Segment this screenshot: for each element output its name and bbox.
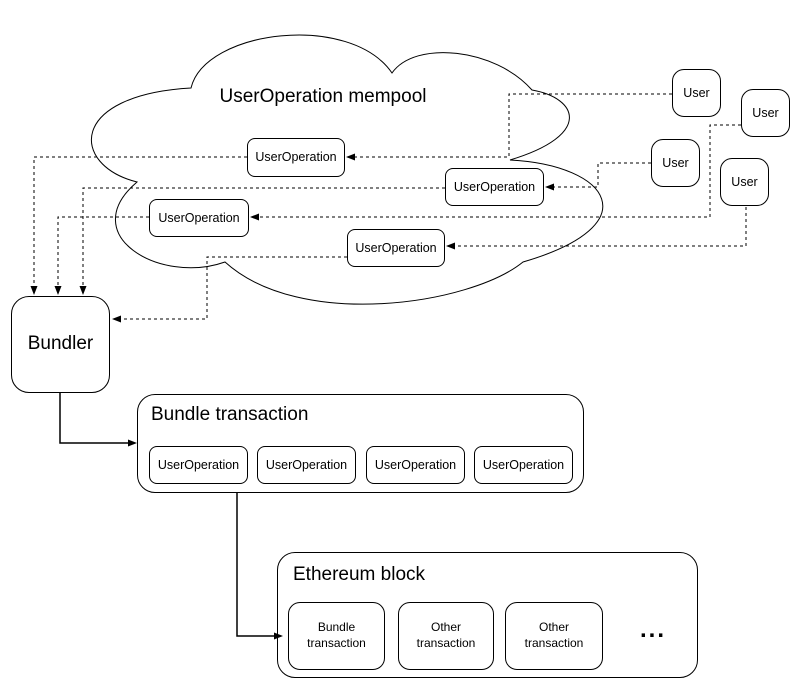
user-box-4: User: [720, 158, 769, 206]
mempool-userop-box-3: UserOperation: [149, 199, 249, 237]
bundle-userop-box-4: UserOperation: [474, 446, 573, 484]
bundle-userop-box-3: UserOperation: [366, 446, 465, 484]
ethereum-block-title: Ethereum block: [293, 564, 426, 585]
bundle-userop-box-1: UserOperation: [149, 446, 248, 484]
mempool-userop-box-4: UserOperation: [347, 229, 445, 267]
more-transactions-ellipsis: ...: [639, 616, 666, 643]
bundle-userop-box-2: UserOperation: [257, 446, 356, 484]
ethereum-other-tx-box-1: Other transaction: [398, 602, 494, 670]
mempool-userop-box-1: UserOperation: [247, 138, 345, 177]
user-box-2: User: [741, 89, 790, 137]
user-box-3: User: [651, 139, 700, 187]
mempool-title: UserOperation mempool: [219, 86, 427, 107]
bundler-box: Bundler: [11, 296, 110, 393]
bundle-transaction-title: Bundle transaction: [151, 404, 309, 425]
mempool-userop-box-2: UserOperation: [445, 168, 544, 206]
ethereum-other-tx-box-2: Other transaction: [505, 602, 603, 670]
user-box-1: User: [672, 69, 721, 117]
ethereum-block-container: Ethereum block Bundle transaction Other …: [277, 552, 698, 678]
bundle-transaction-container: Bundle transaction UserOperation UserOpe…: [137, 394, 584, 493]
ethereum-bundle-tx-box: Bundle transaction: [288, 602, 385, 670]
